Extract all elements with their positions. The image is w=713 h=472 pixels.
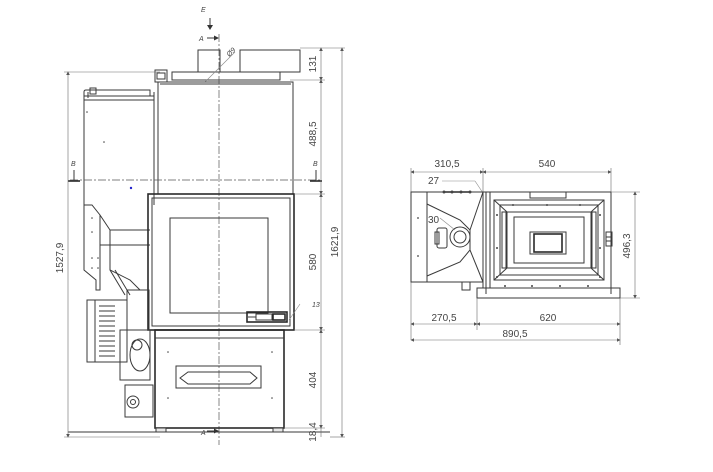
section-e-arrow: E: [201, 7, 213, 30]
door-panel: [169, 217, 269, 314]
front-dimensions-left: 1527,9: [55, 71, 160, 438]
dim-1621-9: 1621,9: [330, 226, 341, 257]
section-a-top-label: A: [198, 36, 204, 43]
front-view: E A Ø9: [55, 7, 345, 445]
section-e-label: E: [201, 7, 206, 14]
section-b-left-label: B: [71, 161, 76, 168]
section-b-right-marker: B: [310, 161, 322, 182]
dim-496-3: 496,3: [622, 233, 633, 258]
front-dimensions-right: 131 488,5 580 404 18,4 1621,9: [284, 47, 345, 442]
side-connector: [605, 231, 613, 247]
reference-marker: [129, 186, 133, 190]
top-dimensions-bottom: 270,5 620 890,5: [410, 298, 621, 345]
section-b-right-label: B: [313, 161, 318, 168]
callout-13: 13: [312, 302, 320, 309]
pellet-hopper: [83, 87, 155, 296]
section-a-top-marker: A: [198, 35, 219, 43]
dim-270-5: 270,5: [431, 313, 456, 324]
motor-unit: [436, 227, 448, 249]
flue-outlet: [197, 49, 221, 73]
ash-drawer-handle: [175, 365, 262, 389]
burner-fan: [86, 289, 154, 418]
callout-30: 30: [428, 215, 440, 226]
top-dimensions-right: 496,3: [611, 191, 640, 299]
dim-131: 131: [308, 55, 319, 72]
dim-1527-9: 1527,9: [55, 242, 66, 273]
callout-13-leader: [288, 303, 301, 321]
top-view: 310,5 540 27 30: [410, 159, 640, 345]
diameter-leader: [204, 51, 236, 83]
auger-circle: [449, 226, 471, 248]
section-a-bottom-marker: A: [200, 428, 219, 437]
dim-580: 580: [308, 253, 319, 270]
boiler-upper-body: [157, 81, 294, 195]
section-b-left-marker: B: [68, 161, 80, 182]
dim-890-5: 890,5: [502, 329, 527, 340]
dim-404: 404: [308, 371, 319, 388]
dim-540: 540: [539, 159, 556, 170]
hopper-top-view: [410, 190, 484, 291]
dim-488-5: 488,5: [308, 121, 319, 146]
dim-310-5: 310,5: [434, 159, 459, 170]
dim-18-4: 18,4: [308, 422, 319, 442]
controller-panel: [246, 311, 288, 323]
section-a-bottom-label: A: [200, 430, 206, 437]
combustion-door: [147, 193, 295, 331]
callout-27: 27: [428, 176, 440, 187]
dim-620: 620: [540, 313, 557, 324]
ash-drawer-top-view: [476, 287, 621, 299]
diameter-label: Ø9: [225, 47, 237, 59]
boiler-top-view: [476, 191, 621, 299]
ash-drawer-body: [154, 329, 285, 433]
